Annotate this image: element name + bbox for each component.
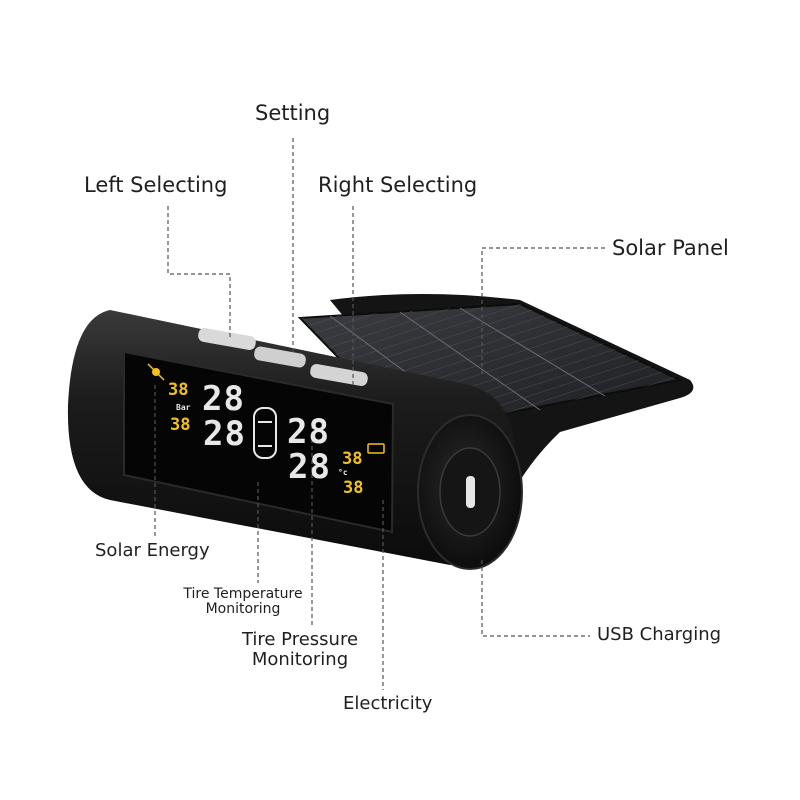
label-left-selecting: Left Selecting	[84, 173, 228, 197]
lcd-small-right-bottom: 38	[343, 478, 364, 498]
label-solar-energy: Solar Energy	[95, 540, 210, 561]
lcd-screen	[123, 350, 395, 534]
label-tire-pressure-line1: Tire Pressure	[241, 629, 359, 650]
label-electricity: Electricity	[343, 693, 433, 714]
lcd-big-right-bottom: 28	[288, 447, 331, 487]
label-tire-pressure-line2: Monitoring	[251, 648, 349, 670]
leader-lines	[154, 138, 605, 690]
label-usb-charging: USB Charging	[597, 624, 722, 645]
label-tire-temperature-line2: Monitoring	[205, 601, 281, 618]
label-right-selecting: Right Selecting	[318, 173, 478, 197]
lcd-big-right-top: 28	[287, 412, 330, 452]
label-tire-pressure: Tire Pressure Monitoring	[241, 630, 359, 670]
lcd-small-right-top: 38	[342, 449, 363, 469]
car-icon	[253, 407, 277, 459]
label-setting: Setting	[255, 101, 331, 125]
label-tire-temperature: Tire Temperature Monitoring	[180, 586, 306, 618]
label-solar-panel: Solar Panel	[612, 236, 729, 260]
lcd-unit-bar: Bar	[176, 403, 191, 412]
battery-icon	[367, 443, 385, 454]
setting-button	[254, 346, 306, 368]
lcd-unit-celsius: °c	[338, 468, 348, 477]
lcd-big-left-bottom: 28	[203, 414, 246, 454]
lcd-small-left-bottom: 38	[170, 415, 191, 435]
lcd-big-left-top: 28	[202, 379, 245, 419]
label-tire-temperature-line1: Tire Temperature	[183, 586, 303, 602]
lcd-small-left-top: 38	[168, 380, 189, 400]
right-select-button	[310, 364, 368, 386]
solar-energy-icon	[147, 363, 165, 381]
left-select-button	[198, 328, 256, 350]
usb-port	[466, 476, 475, 508]
